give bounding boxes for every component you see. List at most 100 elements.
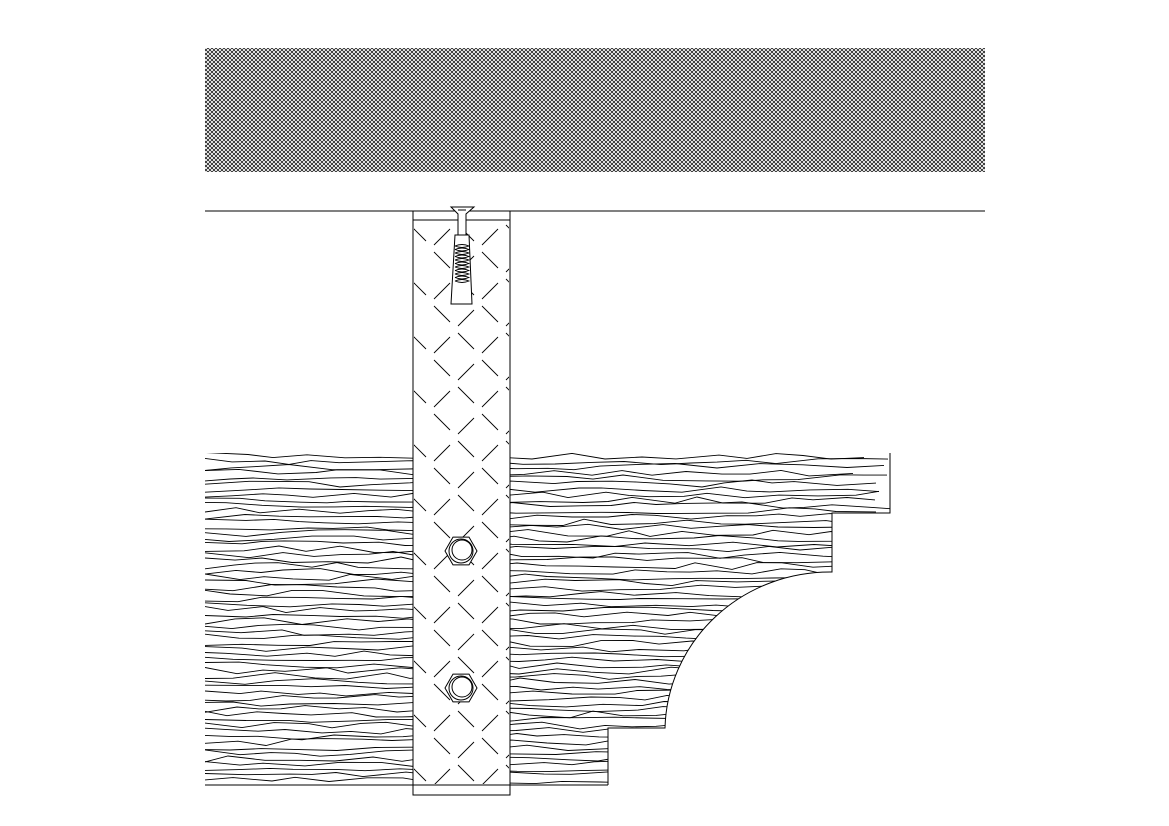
hex-bolt-icon bbox=[444, 536, 478, 566]
wood-grain-line bbox=[205, 672, 861, 680]
post-hatch-mark bbox=[433, 629, 451, 647]
wood-grain-line bbox=[205, 639, 879, 647]
wood-grain-line bbox=[205, 661, 866, 669]
post-hatch-mark bbox=[481, 552, 499, 570]
post-hatch-mark bbox=[505, 278, 509, 283]
wood-grain-line bbox=[205, 601, 887, 608]
wood-grain-line bbox=[205, 562, 890, 570]
wood-molding-outline bbox=[607, 453, 891, 785]
post-hatch-mark bbox=[481, 714, 499, 732]
post-hatch-mark bbox=[481, 575, 499, 593]
post-hatch-mark bbox=[433, 359, 451, 377]
wood-grain-line bbox=[205, 573, 874, 581]
screw-thread bbox=[454, 275, 471, 280]
wood-grain-line bbox=[205, 743, 890, 751]
wood-grain-line bbox=[205, 529, 862, 537]
wood-grain-line bbox=[205, 628, 880, 636]
post-hatch-mark bbox=[530, 283, 546, 299]
wood-grain-line bbox=[205, 623, 879, 631]
wood-grain-line bbox=[205, 683, 883, 691]
post-hatch-mark bbox=[505, 386, 509, 391]
post-hatch-mark bbox=[481, 251, 499, 269]
post-hatch-mark bbox=[457, 741, 475, 759]
post-hatch-mark bbox=[482, 768, 499, 784]
post-hatch-mark bbox=[433, 228, 451, 246]
post-hatch-mark bbox=[414, 228, 427, 242]
wood-grain-line bbox=[205, 666, 890, 675]
wood-grain-line bbox=[205, 776, 868, 785]
post-hatch-mark bbox=[505, 224, 509, 229]
wood-grain-line bbox=[205, 589, 872, 598]
post-hatch-mark bbox=[414, 282, 427, 296]
wood-grain-line bbox=[205, 486, 880, 493]
post-hatch-mark bbox=[505, 332, 509, 337]
post-hatch-mark bbox=[505, 592, 509, 597]
post-hatch-mark bbox=[434, 768, 451, 784]
post-hatch-mark bbox=[457, 440, 475, 458]
post-hatch-mark bbox=[433, 660, 451, 678]
post-hatch-mark bbox=[481, 444, 499, 462]
post-hatch-mark bbox=[457, 471, 475, 489]
post-hatch-mark bbox=[481, 390, 499, 408]
post-hatch-mark bbox=[481, 305, 499, 323]
post-hatch-mark bbox=[481, 683, 499, 701]
post-hatch-mark bbox=[414, 660, 427, 674]
wood-grain-line bbox=[205, 551, 862, 559]
wood-grain-line bbox=[205, 556, 878, 565]
post-hatch-mark bbox=[530, 229, 546, 245]
post-hatch-mark bbox=[457, 417, 475, 435]
post-hatch-mark bbox=[433, 714, 451, 732]
wood-grain-line bbox=[205, 457, 889, 466]
post-hatch-mark bbox=[505, 700, 509, 705]
post-hatch-mark bbox=[414, 444, 427, 458]
screw-thread bbox=[454, 279, 471, 283]
post-hatch-mark bbox=[433, 413, 451, 431]
hex-bolt-icon bbox=[444, 673, 478, 703]
post-hatch-mark bbox=[433, 305, 451, 323]
post-hatch-mark bbox=[433, 251, 451, 269]
wood-grain-line bbox=[205, 611, 873, 620]
post-hatch-mark bbox=[505, 538, 509, 543]
wood-grain-line bbox=[205, 694, 877, 702]
post-hatch-mark bbox=[457, 494, 475, 512]
post-hatch-mark bbox=[505, 322, 509, 327]
post-hatch-mark bbox=[481, 606, 499, 624]
wood-grain-line bbox=[205, 760, 889, 768]
post-hatch-mark bbox=[530, 391, 546, 407]
post-hatch-mark bbox=[457, 579, 475, 597]
vertical-post bbox=[412, 210, 546, 796]
post-hatch-mark bbox=[481, 336, 499, 354]
post-hatch-mark bbox=[433, 282, 451, 300]
ceiling-slab bbox=[205, 48, 985, 172]
screw-thread bbox=[454, 261, 471, 266]
post-hatch-mark bbox=[481, 282, 499, 300]
post-hatch-mark bbox=[433, 390, 451, 408]
post-hatch-mark bbox=[433, 444, 451, 462]
wood-grain-line bbox=[205, 617, 870, 625]
post-hatch-mark bbox=[505, 376, 509, 381]
post-hatch-mark bbox=[414, 498, 427, 512]
wood-grain-line bbox=[205, 479, 877, 488]
post-hatch-mark bbox=[457, 332, 475, 350]
wood-grain-line bbox=[205, 765, 875, 772]
wood-grain-line bbox=[205, 606, 874, 614]
post-hatch-mark bbox=[481, 467, 499, 485]
post-hatch-mark bbox=[457, 764, 475, 782]
wood-grain-line bbox=[205, 540, 876, 548]
screw-thread bbox=[454, 251, 471, 255]
post-hatch-mark bbox=[457, 633, 475, 651]
wood-grain-line bbox=[205, 656, 865, 663]
post-hatch-mark bbox=[481, 498, 499, 516]
post-hatch-mark bbox=[433, 521, 451, 539]
wood-grain-line bbox=[205, 677, 890, 685]
post-hatch-mark bbox=[481, 629, 499, 647]
post-hatch-mark bbox=[505, 710, 509, 715]
post-hatch-mark bbox=[505, 268, 509, 273]
wood-grain-line bbox=[205, 710, 882, 719]
post-hatch-mark bbox=[505, 430, 509, 435]
post-hatch-mark bbox=[433, 606, 451, 624]
anchor-screw bbox=[449, 206, 476, 305]
screw-thread bbox=[454, 254, 471, 259]
wood-grain-line bbox=[205, 535, 874, 543]
